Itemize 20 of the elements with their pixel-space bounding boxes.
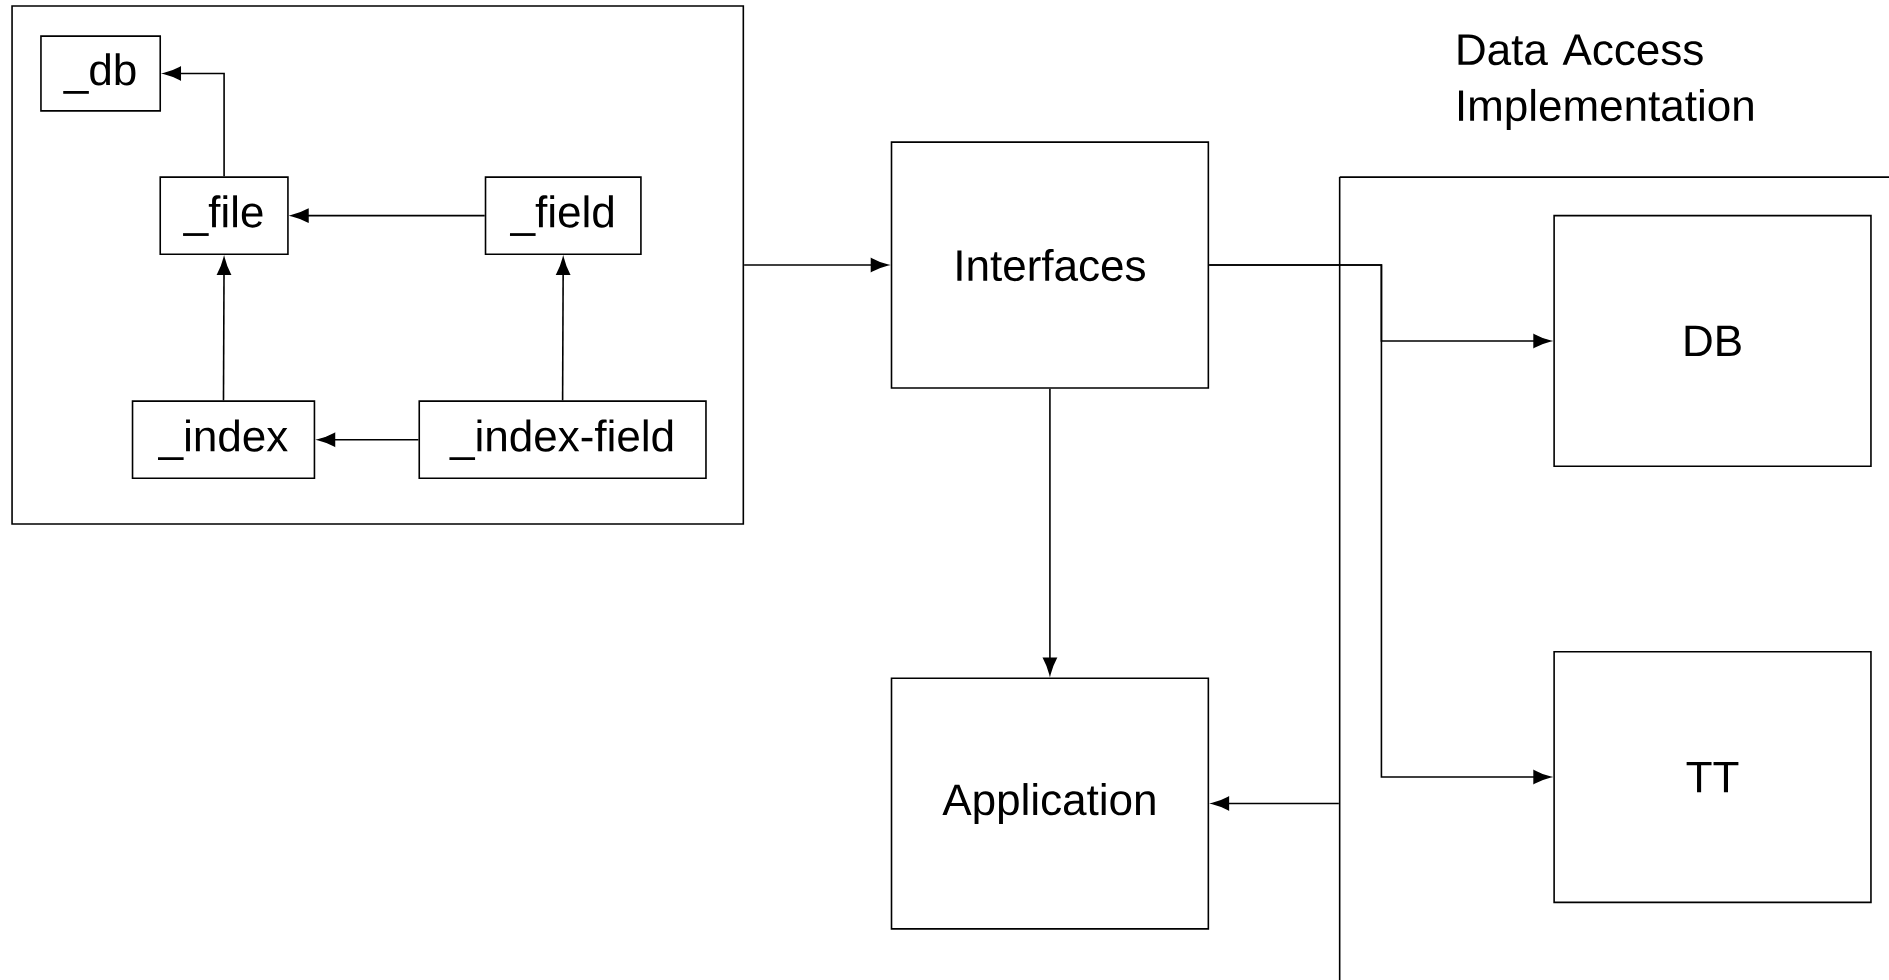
group-box [11,5,745,525]
process-box: _file [159,176,289,255]
process-box: DB [1553,214,1872,468]
process-box: Application [890,677,1210,930]
process-box: TT [1553,650,1872,904]
arrow [1211,796,1340,811]
process-box: _db [40,35,162,112]
arrow [556,257,571,402]
process-box: _index [131,400,316,480]
arrow [317,432,420,447]
arrow [291,208,486,223]
process-box: Interfaces [890,141,1210,389]
process-box: _index-field [418,400,707,480]
arrow [163,66,225,178]
arrow [217,257,231,402]
arrow [1208,264,1551,784]
heading: Data Access Implementation [1458,34,1753,130]
process-box: _field [484,176,642,255]
arrow [1043,387,1057,675]
arrow [743,258,889,272]
